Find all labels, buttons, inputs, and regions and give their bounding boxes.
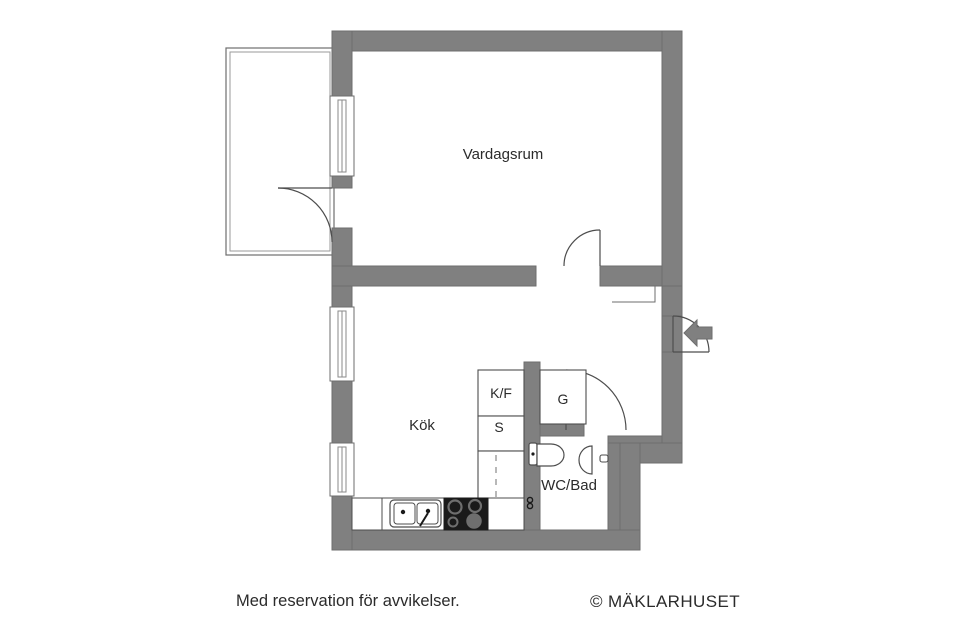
washbasin-icon (578, 445, 609, 475)
room-label-kitchen: Kök (409, 417, 435, 434)
window-kitchen-lower (329, 442, 355, 497)
window-kitchen-upper (329, 306, 355, 382)
entrance-direction-arrow (683, 318, 713, 348)
kitchen-stove (443, 497, 489, 531)
room-label-living-room: Vardagsrum (463, 146, 544, 163)
door-living-room (563, 229, 601, 267)
bathroom-fixtures (526, 442, 609, 510)
door-balcony (277, 187, 333, 243)
balcony (225, 47, 335, 256)
floor-drain-icon (526, 496, 534, 510)
label-pantry: S (494, 419, 503, 435)
toilet-icon (528, 442, 565, 467)
wardrobe-box (539, 369, 587, 425)
label-wardrobe: G (558, 391, 569, 407)
windows (329, 95, 355, 497)
kitchen-sink (389, 499, 442, 528)
window-balcony-door (329, 95, 355, 177)
room-label-bathroom: WC/Bad (541, 477, 597, 494)
footer-copyright: © MÄKLARHUSET (590, 592, 740, 611)
footer-disclaimer: Med reservation för avvikelser. (236, 592, 460, 610)
label-fridge-freezer: K/F (490, 385, 512, 401)
